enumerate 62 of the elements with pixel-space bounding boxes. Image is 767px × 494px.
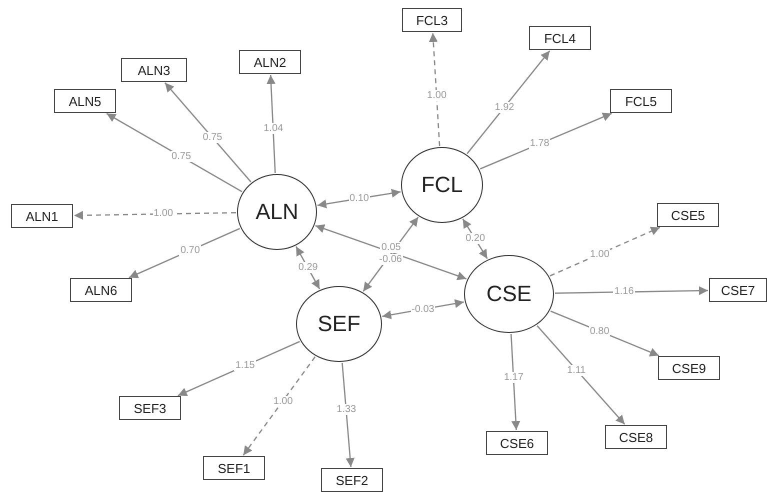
loading-arrow — [554, 286, 708, 296]
indicator-box: CSE9 — [658, 356, 720, 380]
edge-label: 1.17 — [502, 372, 524, 383]
covariance-arrow — [315, 224, 467, 280]
loading-arrow — [428, 32, 440, 146]
indicator-box: FCL3 — [402, 8, 462, 32]
edge-label: 0.29 — [297, 262, 319, 274]
edge-label: 0.80 — [588, 326, 610, 337]
loading-arrow — [106, 112, 242, 192]
indicator-box: ALN5 — [54, 89, 116, 113]
indicator-box: SEF1 — [203, 456, 265, 480]
indicator-box: SEF2 — [321, 468, 383, 492]
indicator-box: FCL4 — [529, 26, 591, 50]
edge-label: 1.33 — [336, 404, 358, 416]
edge-label: 1.15 — [234, 360, 256, 372]
latent-variable-ellipse: FCL — [401, 147, 483, 223]
edge-label: 0.70 — [179, 245, 201, 256]
indicator-box: FCL5 — [610, 89, 672, 113]
edge-label: 1.00 — [588, 248, 610, 260]
loading-arrow — [342, 362, 355, 468]
edge-label: 1.92 — [494, 102, 516, 113]
indicator-box: ALN1 — [11, 204, 73, 228]
indicator-box: CSE7 — [709, 278, 767, 302]
edge-label: 0.10 — [348, 193, 370, 204]
edge-label: 1.00 — [152, 208, 174, 220]
loading-arrow — [466, 50, 550, 154]
loading-arrow — [536, 325, 626, 425]
indicator-box: CSE6 — [486, 431, 548, 455]
loading-arrow — [128, 228, 240, 278]
loading-arrow — [480, 112, 612, 170]
loading-arrow — [550, 226, 660, 276]
edge-label: 1.04 — [262, 123, 284, 134]
indicator-box: CSE8 — [605, 425, 667, 449]
indicator-box: SEF3 — [119, 396, 181, 420]
edge-label: 1.00 — [272, 396, 294, 407]
latent-variable-ellipse: ALN — [237, 174, 317, 250]
latent-variable-ellipse: SEF — [296, 286, 382, 362]
latent-variable-ellipse: CSE — [464, 255, 554, 333]
edge-label: 0.75 — [170, 151, 192, 162]
loading-arrow — [74, 210, 236, 220]
edge-label: 1.00 — [426, 90, 448, 101]
indicator-box: ALN2 — [239, 50, 301, 74]
edge-label: 0.05 — [380, 242, 402, 253]
edge-label: 1.16 — [613, 286, 635, 298]
loading-arrow — [178, 340, 300, 396]
loading-arrow — [266, 74, 276, 174]
edge-label: 0.75 — [202, 132, 224, 143]
indicator-box: CSE5 — [657, 203, 719, 227]
edge-label: -0.03 — [410, 304, 436, 315]
loading-arrow — [242, 356, 316, 456]
indicator-box: ALN3 — [121, 58, 187, 82]
covariance-arrow — [317, 188, 401, 208]
loading-arrow — [510, 334, 520, 430]
covariance-arrow — [462, 218, 488, 260]
edge-label: 0.20 — [464, 233, 486, 244]
edge-label: -0.06 — [378, 254, 403, 265]
edge-label: 1.78 — [528, 138, 550, 150]
indicator-box: ALN6 — [70, 278, 132, 302]
loading-arrow — [550, 310, 660, 356]
edge-label: 1.11 — [566, 364, 587, 376]
covariance-arrow — [296, 246, 320, 290]
loading-arrow — [164, 82, 252, 182]
